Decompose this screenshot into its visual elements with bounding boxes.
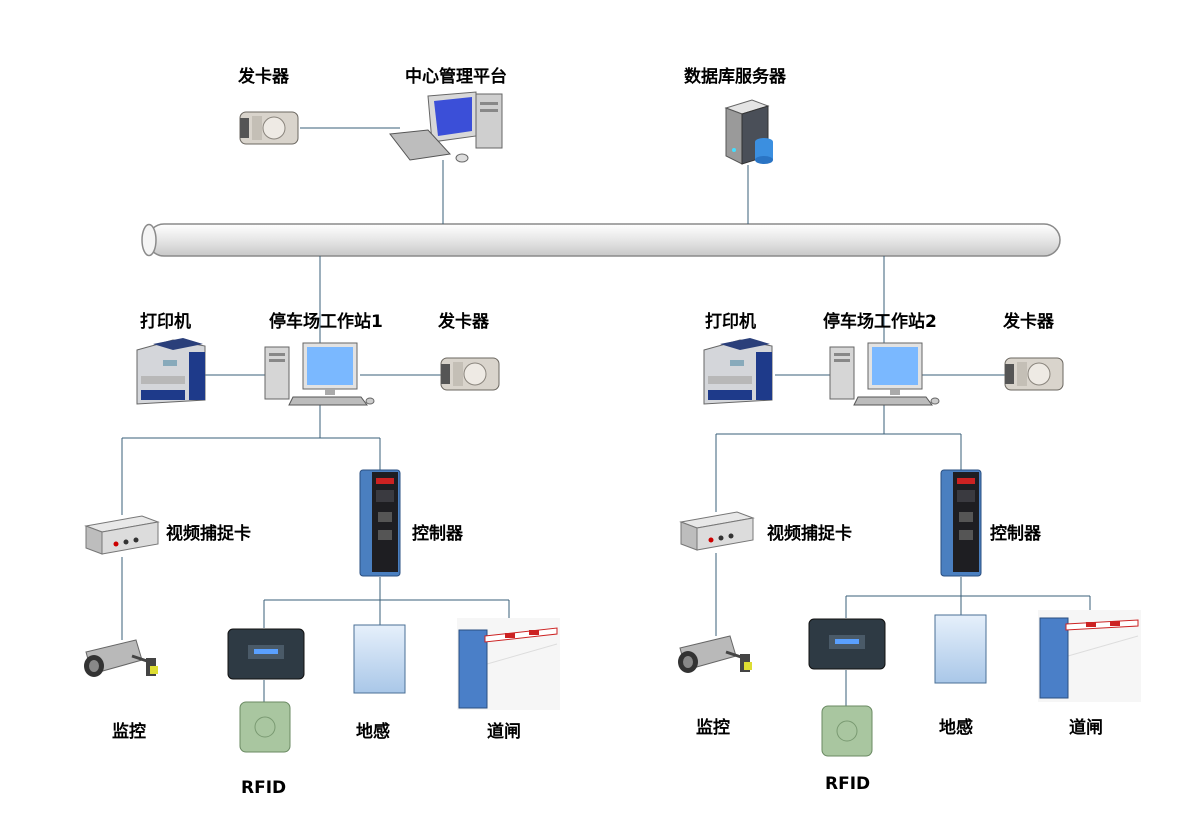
monitor-label-1: 监控 [112, 722, 146, 742]
capture-card-icon-2 [679, 511, 755, 551]
db-server-icon [724, 99, 773, 165]
capture-card-icon-1 [84, 515, 160, 555]
camera-icon-2 [678, 635, 752, 673]
printer-label-2: 打印机 [705, 312, 756, 332]
rfid-label-1: RFID [241, 778, 287, 798]
controller-label-1: 控制器 [412, 524, 463, 544]
card-issuer-label-2: 发卡器 [1003, 312, 1054, 332]
printer-label-1: 打印机 [140, 312, 191, 332]
central-platform-computer-icon [389, 91, 503, 163]
loop-sensor-label-1: 地感 [356, 722, 390, 742]
card-issuer-icon [239, 111, 299, 145]
workstation-computer-icon-1 [264, 342, 375, 406]
barrier-gate-icon-1 [457, 618, 560, 710]
barrier-gate-label-2: 道闸 [1069, 718, 1103, 738]
db-server-label: 数据库服务器 [684, 67, 786, 87]
rfid-reader-icon-2 [808, 618, 886, 670]
controller-label-2: 控制器 [990, 524, 1041, 544]
capture-card-label-1: 视频捕捉卡 [166, 524, 251, 544]
loop-sensor-icon-1 [353, 624, 406, 694]
controller-icon-1 [359, 469, 401, 577]
workstation-label-2: 停车场工作站2 [823, 312, 937, 332]
capture-card-label-2: 视频捕捉卡 [767, 524, 852, 544]
card-issuer-label-1: 发卡器 [438, 312, 489, 332]
rfid-label-2: RFID [825, 774, 871, 794]
barrier-gate-label-1: 道闸 [487, 722, 521, 742]
workstation-label-1: 停车场工作站1 [269, 312, 383, 332]
card-issuer-icon-1 [440, 357, 500, 391]
monitor-label-2: 监控 [696, 718, 730, 738]
printer-icon-1 [136, 338, 206, 405]
network-bus [141, 223, 1061, 257]
card-issuer-icon-2 [1004, 357, 1064, 391]
rfid-antenna-icon-1 [239, 701, 291, 753]
rfid-reader-icon-1 [227, 628, 305, 680]
loop-sensor-icon-2 [934, 614, 987, 684]
loop-sensor-label-2: 地感 [939, 718, 973, 738]
camera-icon-1 [84, 639, 158, 677]
printer-icon-2 [703, 338, 773, 405]
card-issuer-top-label: 发卡器 [238, 67, 289, 87]
central-platform-label: 中心管理平台 [405, 67, 507, 87]
rfid-antenna-icon-2 [821, 705, 873, 757]
barrier-gate-icon-2 [1038, 610, 1141, 702]
workstation-computer-icon-2 [829, 342, 940, 406]
controller-icon-2 [940, 469, 982, 577]
